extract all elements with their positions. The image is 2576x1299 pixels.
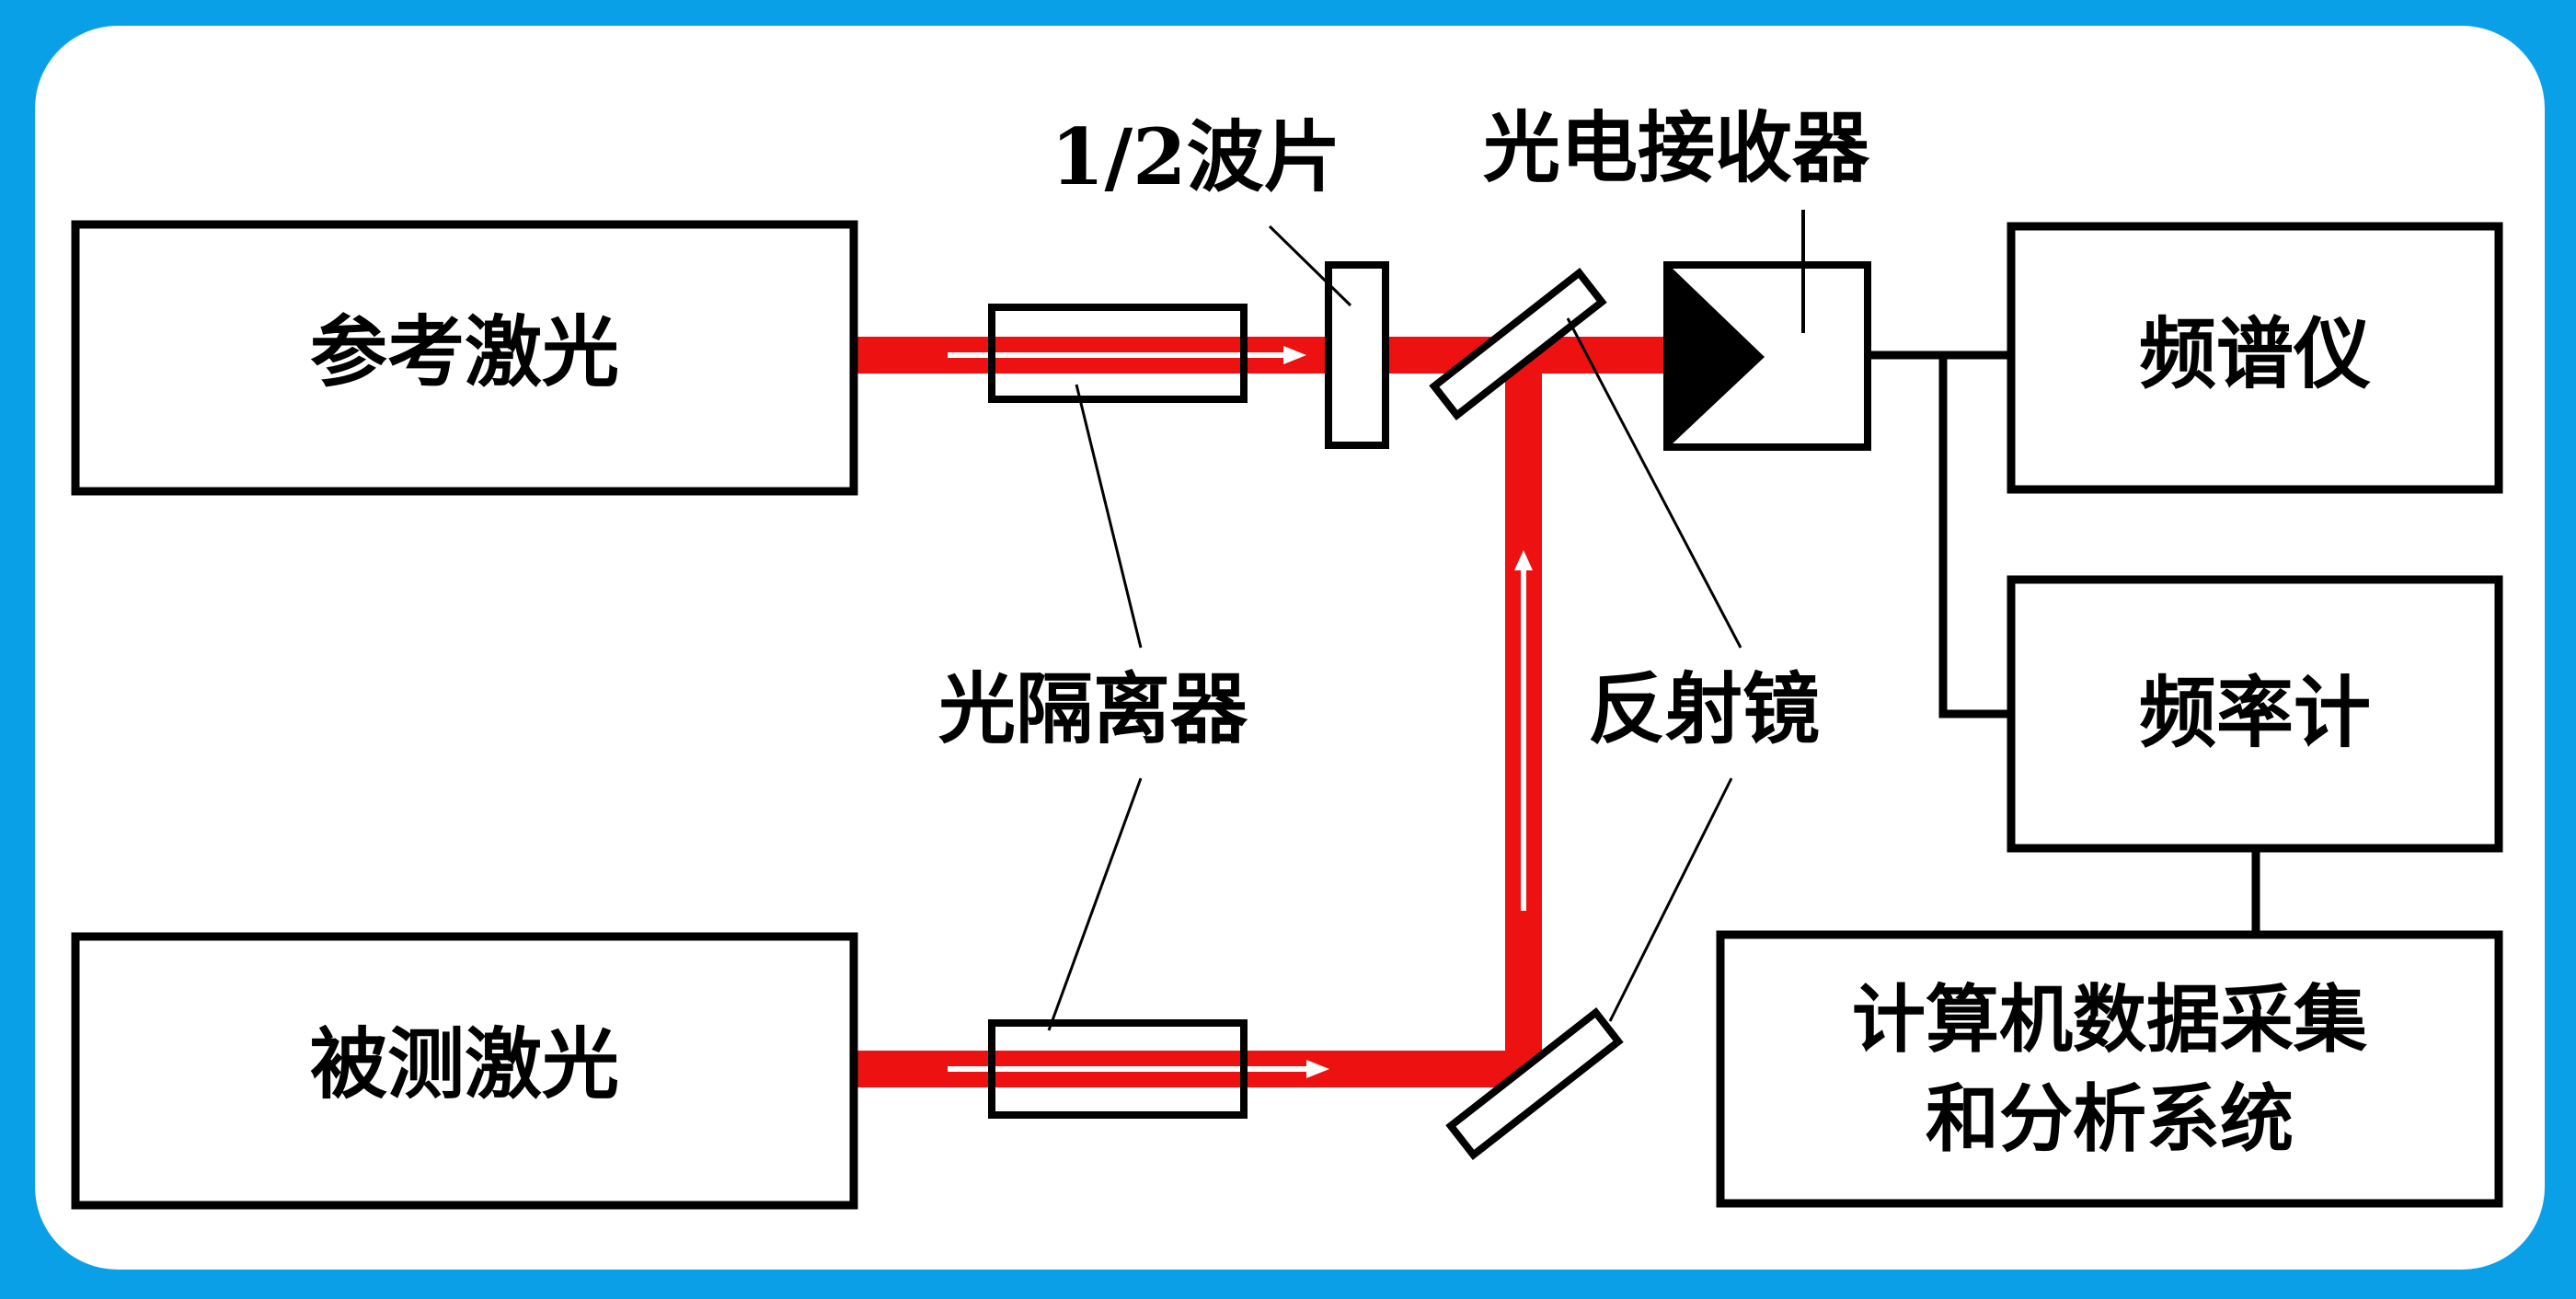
reference-laser-box <box>71 220 858 496</box>
reference-beam-arrowhead <box>1283 346 1306 364</box>
vertical-beam-arrowhead <box>1514 550 1533 570</box>
signal-wires <box>1868 351 2260 935</box>
mirror-leaders <box>1566 317 1742 1022</box>
test-beam-arrowhead <box>1306 1060 1329 1078</box>
mirror-upper <box>1429 268 1607 420</box>
daq-system-label-line2: 和分析系统 <box>1926 1075 2294 1162</box>
isolator-leaders <box>1047 384 1143 1031</box>
mirror-lower <box>1445 1007 1624 1160</box>
mirror-label: 反射镜 <box>1588 663 1820 754</box>
isolator-lower <box>988 1019 1248 1119</box>
test-laser-box <box>71 932 858 1210</box>
photo-receiver-label: 光电接收器 <box>1483 102 1870 193</box>
frequency-counter-label: 频率计 <box>2139 667 2371 758</box>
photodiode-icon <box>1671 267 1765 445</box>
half-wave-plate-label: 1/2波片 <box>1051 111 1341 202</box>
reference-laser-label: 参考激光 <box>310 306 619 397</box>
daq-system-box <box>1716 930 2503 1208</box>
half-wave-plate-leader <box>1268 224 1352 307</box>
spectrum-analyzer-label: 频谱仪 <box>2139 308 2371 399</box>
test-laser-label: 被测激光 <box>310 1018 619 1109</box>
isolator-upper <box>988 304 1248 403</box>
daq-system-label-line1: 计算机数据采集 <box>1852 976 2367 1063</box>
isolator-label: 光隔离器 <box>938 663 1248 754</box>
frequency-counter-box <box>2007 575 2503 853</box>
spectrum-analyzer-box <box>2007 222 2503 494</box>
